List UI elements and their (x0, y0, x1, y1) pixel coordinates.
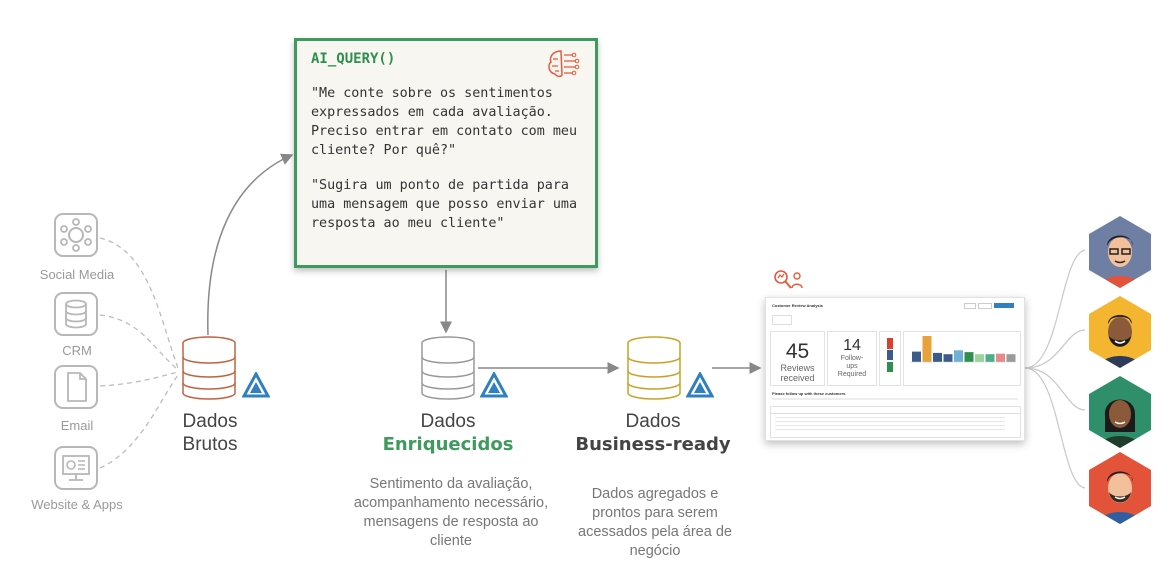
prompt-paragraph-1: "Me conte sobre os sentimentos expressad… (311, 86, 578, 158)
business-data-cylinder-icon (627, 336, 681, 400)
category-bar (943, 354, 953, 362)
category-bar (912, 351, 921, 362)
enriched-data-line1: Dados (420, 411, 476, 432)
search-analytics-icon (774, 270, 803, 289)
enriched-data-cylinder-icon (421, 336, 475, 400)
customer-link-3 (1024, 367, 1086, 411)
followups-card: 14 Follow- ups Required (827, 331, 877, 386)
category-bar (954, 350, 963, 362)
database-icon (54, 292, 98, 336)
reviews-received-card: 45 Reviews received (770, 331, 825, 386)
followups-line2: ups (846, 363, 858, 370)
business-description: Dados agregados e prontos para serem ace… (578, 486, 732, 559)
category-bar-chart (903, 331, 1021, 386)
customer-link-4 (1024, 367, 1086, 489)
bar-chart-svg (910, 336, 1016, 363)
followup-table (770, 406, 1021, 438)
prompt-title: AI_QUERY() (311, 51, 396, 67)
source-label-web: Website & Apps (31, 497, 123, 512)
delta-lake-icon (686, 372, 714, 398)
dashboard-title: Customer Review Analysis (772, 303, 823, 308)
document-icon (54, 365, 98, 409)
ai-query-prompt-card: AI_QUERY() "Me conte sobre os sentimento… (294, 38, 598, 268)
enriched-data-line2: Enriquecidos (382, 434, 514, 455)
raw-data-line2: Brutos (182, 434, 238, 455)
source-label-email: Email (60, 418, 94, 433)
reviews-line1: Reviews (780, 363, 815, 373)
table-heading: Please follow up with these customers (772, 391, 846, 396)
dashboard-button[interactable] (964, 303, 976, 309)
prompt-paragraph-2: "Sugira um ponto de partida para uma men… (311, 178, 578, 231)
source-link-email (99, 371, 179, 387)
business-data-label: Dados Business-ready (568, 410, 738, 456)
monitor-chart-icon (54, 446, 98, 490)
category-bar (996, 353, 1005, 362)
category-bar (933, 352, 942, 362)
enriched-data-label: Dados Enriquecidos (368, 410, 528, 456)
category-bar (922, 336, 932, 362)
avatar-man-beard (1089, 296, 1151, 368)
dashboard-button[interactable] (978, 303, 992, 309)
enriched-description: Sentimento da avaliação, acompanhamento … (353, 476, 549, 549)
followups-count: 14 (843, 337, 861, 354)
category-bar (964, 352, 974, 362)
category-bar (975, 354, 984, 362)
customer-link-2 (1024, 329, 1086, 369)
delta-lake-icon (480, 372, 508, 398)
customer-link-1 (1024, 249, 1086, 369)
avatar-man-glasses (1089, 216, 1151, 288)
source-link-social (99, 237, 179, 369)
source-label-crm: CRM (62, 343, 92, 358)
raw-data-cylinder-icon (182, 336, 236, 400)
delta-lake-icon (242, 372, 270, 398)
source-label-social: Social Media (39, 267, 115, 282)
brain-circuit-icon (548, 50, 580, 78)
followups-line1: Follow- (840, 355, 864, 362)
business-data-line1: Dados (625, 411, 681, 432)
reviews-count: 45 (785, 340, 810, 363)
source-link-crm (99, 314, 179, 371)
followups-line3: Required (837, 371, 867, 378)
sentiment-mini-chart (879, 331, 901, 386)
category-bar (985, 354, 995, 362)
raw-data-label: Dados Brutos (160, 410, 260, 456)
raw-data-line1: Dados (182, 411, 238, 432)
dashboard-thumbnail[interactable]: Customer Review Analysis 45 Reviews rece… (765, 297, 1025, 441)
source-link-web (99, 374, 179, 469)
social-network-icon (54, 213, 98, 257)
dashboard-primary-button[interactable] (994, 303, 1014, 308)
dashboard-filter[interactable] (772, 315, 792, 325)
business-data-line2: Business-ready (575, 434, 731, 455)
raw-to-prompt-arrow (207, 153, 294, 336)
reviews-line2: received (780, 373, 815, 383)
category-bar (1006, 354, 1016, 362)
